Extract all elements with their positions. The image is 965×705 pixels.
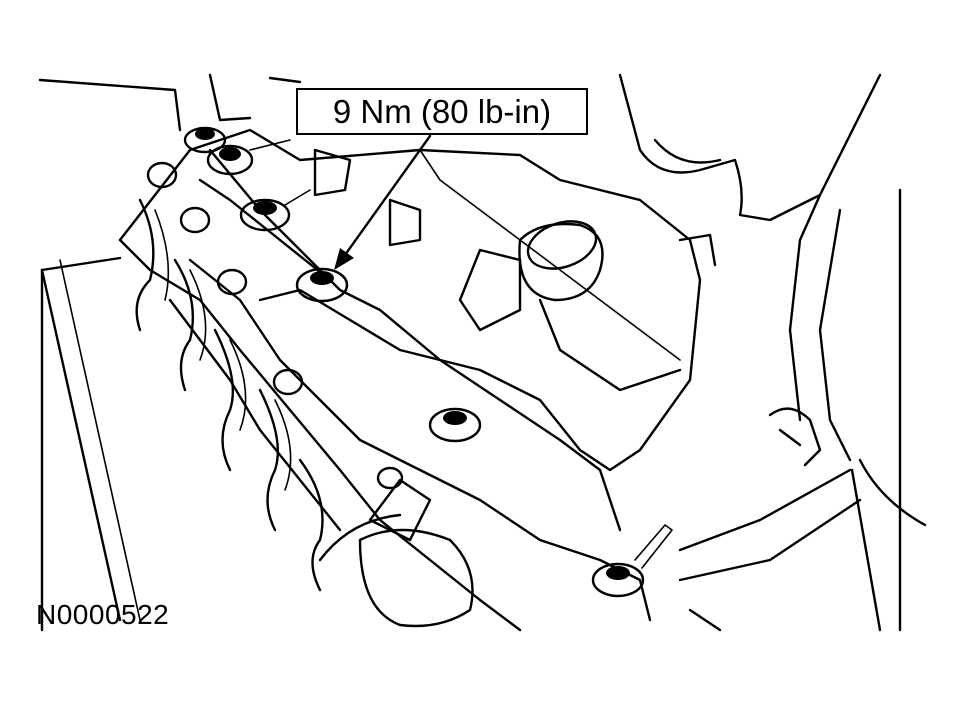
flange-bolt-2 [206,139,291,176]
intake-manifold-body [118,128,822,632]
flange-bolt-6 [591,524,673,598]
flange-bolt-3 [239,189,311,232]
engine-background-outline [38,73,927,632]
flange-bolt-4 [295,267,349,303]
stud-bosses [146,161,404,490]
throttle-port-outline [318,513,474,628]
torque-callout-label: 9 Nm (80 lb-in) [296,88,588,135]
callout-leader-arrow [334,134,432,270]
figure-id-label: N0000522 [36,599,170,630]
flange-bolt-1 [183,126,227,154]
flange-bolt-5 [428,407,482,443]
intake-runners [135,198,432,592]
